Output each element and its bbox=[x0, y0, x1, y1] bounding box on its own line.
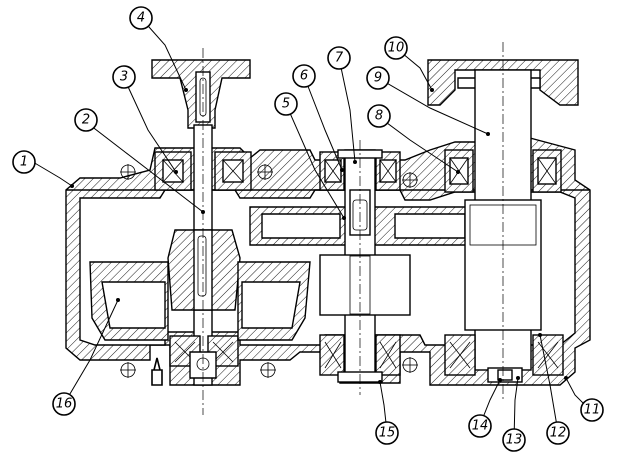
intermediate-shaft-assembly bbox=[249, 140, 471, 395]
callout-5-label: 5 bbox=[282, 97, 290, 112]
callout-balloons: 1 2 3 4 5 6 7 8 9 10 11 12 13 14 15 16 bbox=[12, 6, 604, 452]
callout-10: 10 bbox=[384, 36, 408, 60]
callout-9-label: 9 bbox=[374, 71, 382, 86]
input-shaft-assembly bbox=[151, 48, 252, 415]
callout-1: 1 bbox=[12, 150, 36, 174]
callout-11-label: 11 bbox=[584, 403, 601, 418]
callout-11: 11 bbox=[580, 398, 604, 422]
callout-7: 7 bbox=[327, 46, 351, 70]
callout-4-label: 4 bbox=[137, 11, 145, 26]
callout-leaders bbox=[32, 17, 591, 441]
callout-10-label: 10 bbox=[388, 41, 405, 56]
callout-2-label: 2 bbox=[82, 113, 90, 128]
callout-12: 12 bbox=[546, 421, 570, 445]
callout-8-label: 8 bbox=[375, 109, 383, 124]
callout-6-label: 6 bbox=[300, 69, 308, 84]
output-shaft-assembly bbox=[427, 42, 579, 400]
callout-15-label: 15 bbox=[379, 426, 396, 441]
callout-13: 13 bbox=[502, 428, 526, 452]
callout-16: 16 bbox=[52, 392, 76, 416]
callout-4: 4 bbox=[129, 6, 153, 30]
callout-15: 15 bbox=[375, 421, 399, 445]
callout-2: 2 bbox=[74, 108, 98, 132]
callout-13-label: 13 bbox=[506, 433, 523, 448]
callout-14-label: 14 bbox=[472, 419, 489, 434]
callout-6: 6 bbox=[292, 64, 316, 88]
callout-12-label: 12 bbox=[550, 426, 567, 441]
callout-3-label: 3 bbox=[120, 70, 128, 85]
callout-3: 3 bbox=[112, 65, 136, 89]
callout-16-label: 16 bbox=[56, 397, 73, 412]
callout-14: 14 bbox=[468, 414, 492, 438]
callout-5: 5 bbox=[274, 92, 298, 116]
callout-9: 9 bbox=[366, 66, 390, 90]
callout-8: 8 bbox=[367, 104, 391, 128]
bevel-gear bbox=[89, 261, 311, 341]
callout-1-label: 1 bbox=[20, 155, 28, 170]
callout-points bbox=[70, 88, 568, 384]
callout-7-label: 7 bbox=[335, 51, 344, 66]
